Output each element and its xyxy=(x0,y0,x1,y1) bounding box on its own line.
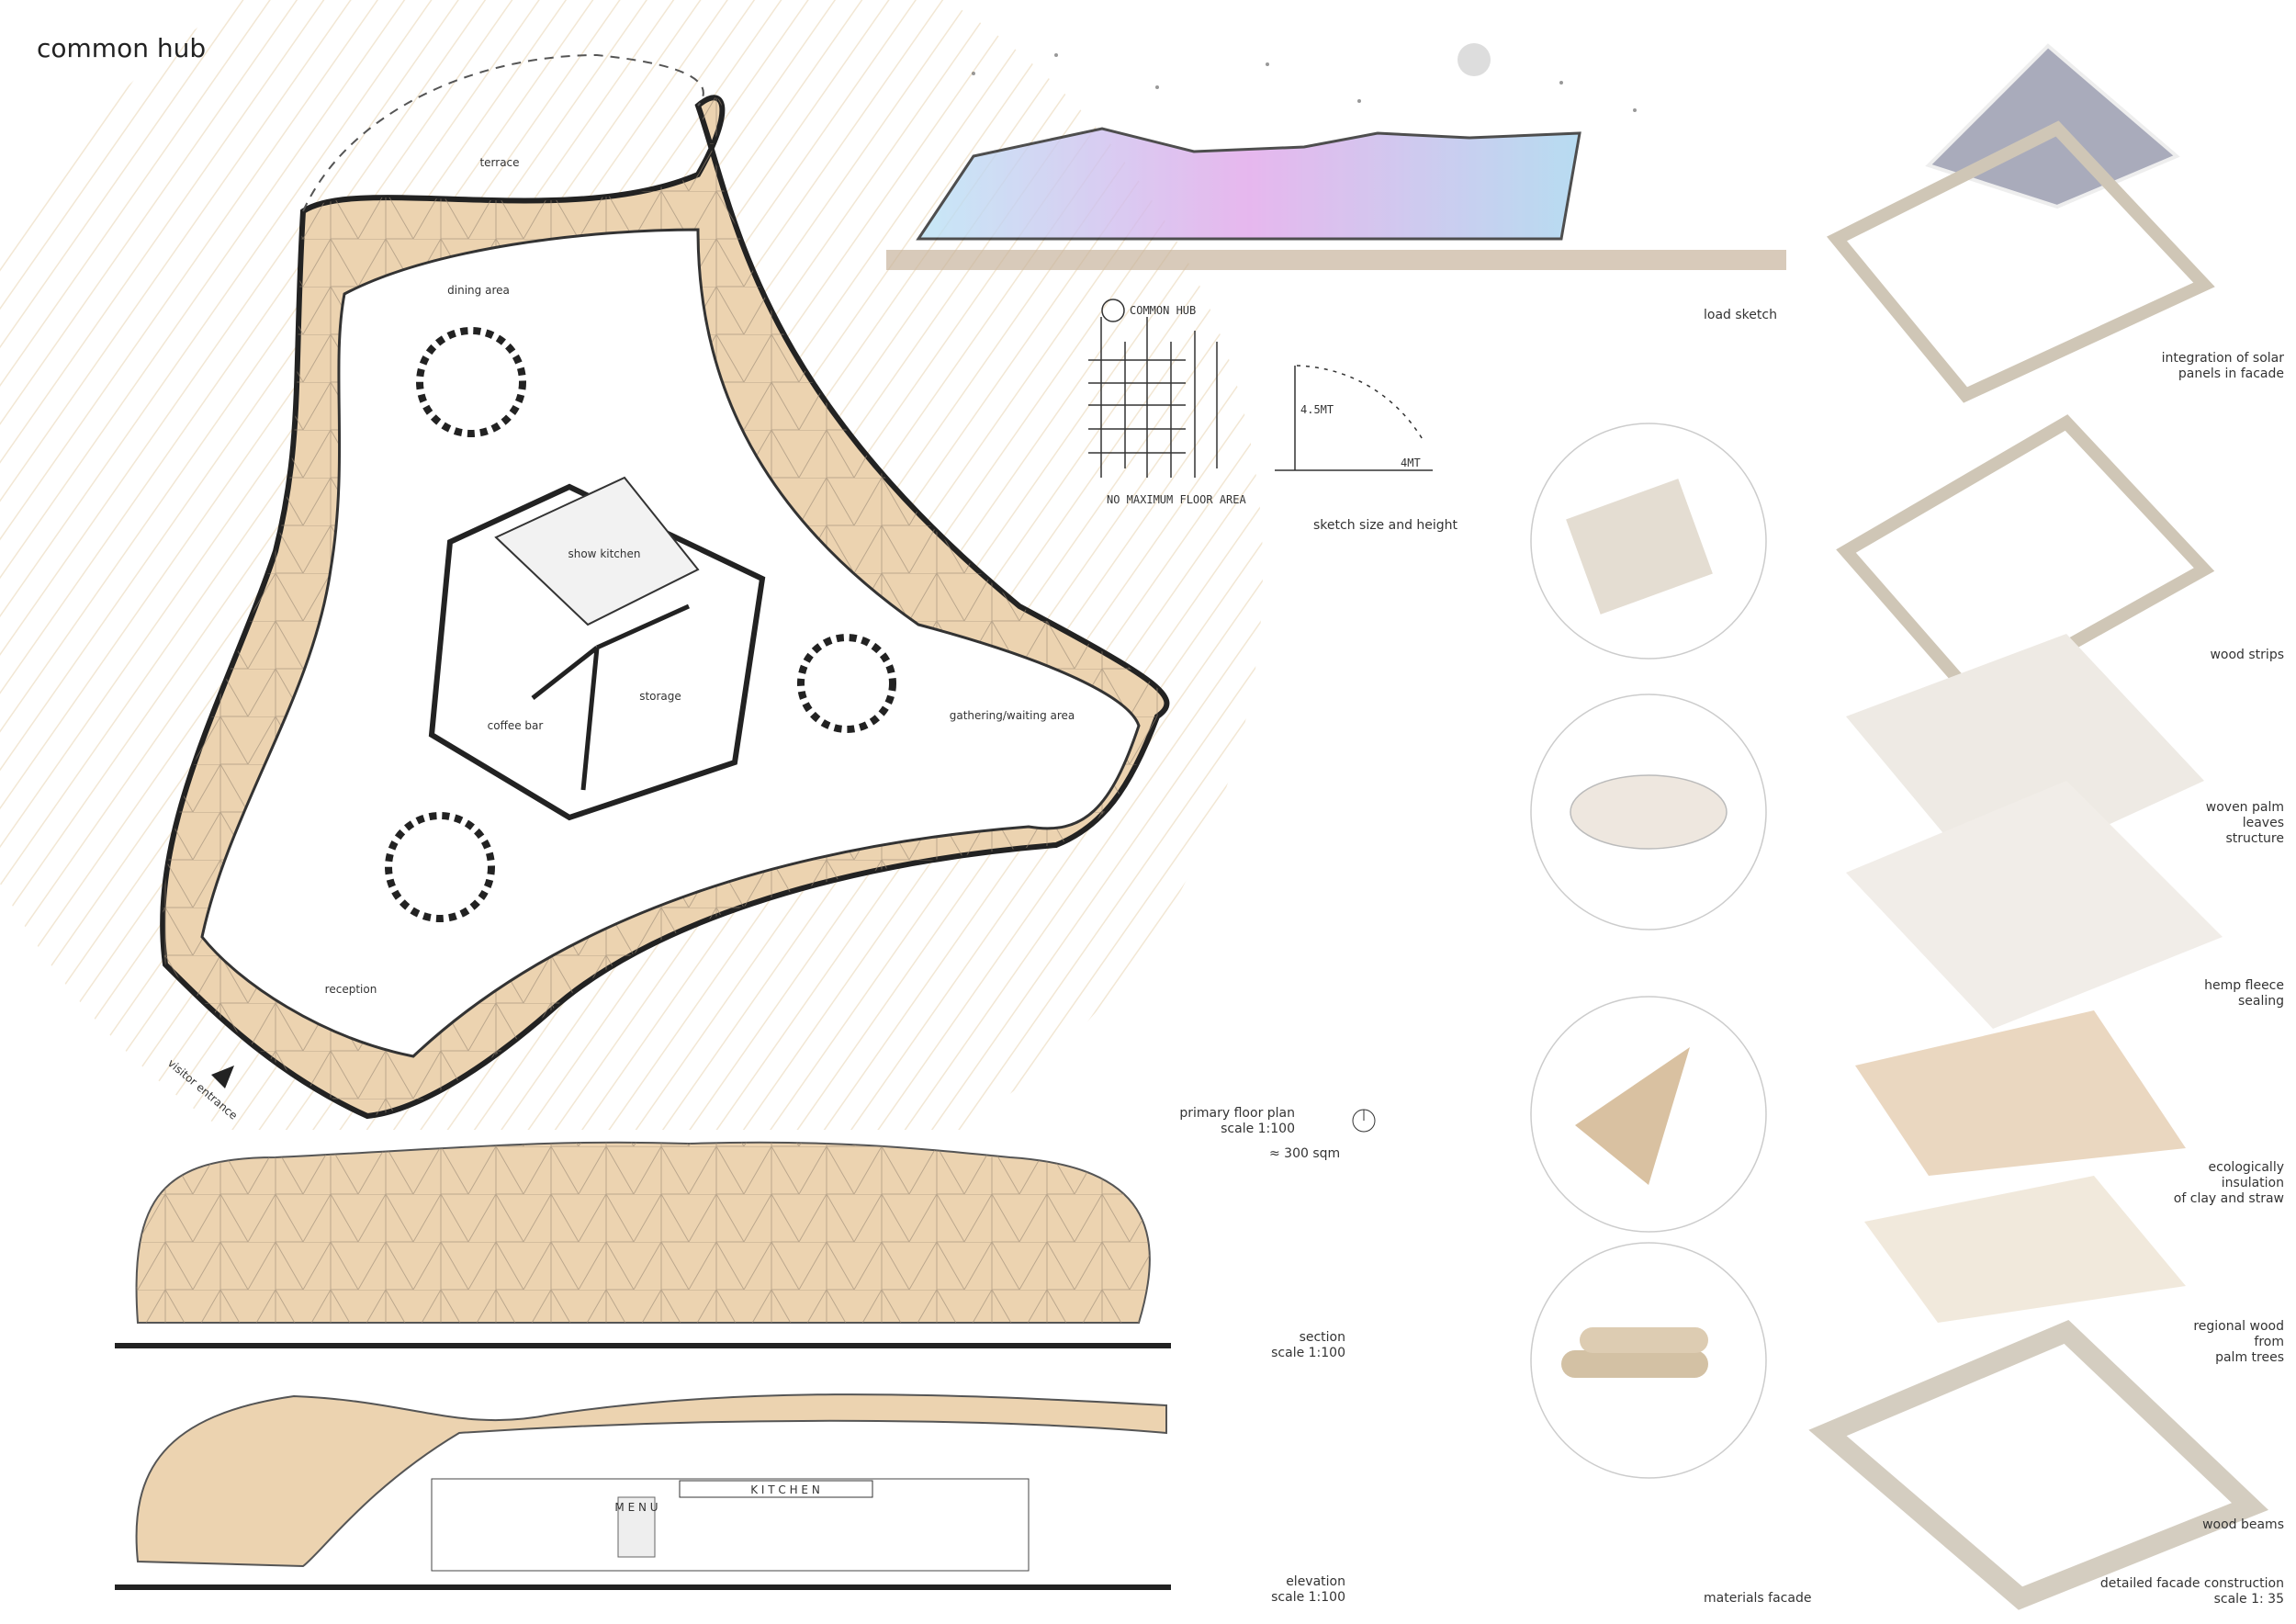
regional-wood-layer xyxy=(1864,1176,2186,1323)
elevation-scale: scale 1:100 xyxy=(1271,1590,1345,1605)
layer-label-wood-strips: wood strips xyxy=(2210,648,2284,662)
layer-label-wood-beams: wood beams xyxy=(2202,1517,2284,1532)
facade-detail-label: detailed facade construction scale 1: 35 xyxy=(2100,1576,2284,1607)
room-storage: storage xyxy=(639,690,681,703)
sketch-heading: COMMON HUB xyxy=(1130,304,1196,317)
elevation-title: elevation xyxy=(1286,1574,1345,1589)
frame-layer xyxy=(1827,120,2215,403)
facade-layers xyxy=(1808,43,2269,1610)
insulation-layer xyxy=(1855,1010,2186,1176)
wood-beams-layer xyxy=(1808,1320,2269,1610)
wood-strips-layer xyxy=(1836,414,2215,706)
hemp-fleece-layer xyxy=(1846,781,2223,1029)
hand-sketch xyxy=(1088,299,1433,478)
floor-area: ≈ 300 sqm xyxy=(1269,1146,1341,1161)
facade-detail-scale: scale 1: 35 xyxy=(2213,1592,2284,1607)
floor-plan-title: primary floor plan xyxy=(1179,1106,1295,1121)
floor-plan-label: primary floor plan scale 1:100 xyxy=(1179,1106,1295,1137)
round-table xyxy=(416,327,526,437)
room-reception: reception xyxy=(325,983,377,996)
sketch-note: NO MAXIMUM FLOOR AREA xyxy=(1107,493,1246,506)
room-terrace: terrace xyxy=(479,156,519,169)
round-table xyxy=(797,634,896,733)
clay-straw-circle xyxy=(1530,996,1767,1233)
palm-wood-circle xyxy=(1530,1242,1767,1479)
layer-label-insulation: ecologically insulation of clay and stra… xyxy=(2173,1160,2284,1206)
sketch-height: 4.5MT xyxy=(1300,403,1334,416)
materials-label: materials facade xyxy=(1704,1591,1812,1606)
room-show-kitchen: show kitchen xyxy=(568,547,640,560)
round-table xyxy=(385,812,495,922)
sketch-width: 4MT xyxy=(1401,457,1421,469)
menu-sign: M E N U xyxy=(614,1501,658,1514)
floor-plan-scale: scale 1:100 xyxy=(1221,1122,1295,1136)
entrance-arrow-icon xyxy=(211,1066,234,1088)
hemp-fleece-circle xyxy=(1530,694,1767,930)
facade-detail-title: detailed facade construction xyxy=(2099,1576,2284,1591)
section-drawing xyxy=(115,1141,1171,1348)
room-gathering: gathering/waiting area xyxy=(950,709,1075,722)
layer-label-solar: integration of solar panels in facade xyxy=(2161,351,2284,381)
woven-palm-circle xyxy=(1530,423,1767,660)
layer-label-woven-palm: woven palm leaves structure xyxy=(2205,800,2284,846)
load-sketch-label: load sketch xyxy=(1704,308,1777,322)
sketch-label: sketch size and height xyxy=(1313,518,1458,533)
page-title: common hub xyxy=(37,33,207,63)
room-dining: dining area xyxy=(447,284,510,297)
kitchen-sign: K I T C H E N xyxy=(750,1483,820,1496)
elevation-label: elevation scale 1:100 xyxy=(1271,1574,1345,1606)
material-circles xyxy=(1530,423,1767,1479)
woven-palm-layer xyxy=(1846,634,2204,882)
home-icon xyxy=(1101,299,1125,322)
section-title: section xyxy=(1299,1330,1345,1345)
layer-label-regional-wood: regional wood from palm trees xyxy=(2193,1319,2284,1365)
moon-icon xyxy=(1458,43,1491,76)
elevation-drawing xyxy=(115,1393,1171,1590)
floor-plan: terrace dining area show kitchen storage… xyxy=(160,53,1376,1133)
section-label: section scale 1:100 xyxy=(1271,1330,1345,1361)
room-coffee-bar: coffee bar xyxy=(488,719,544,732)
layer-label-hemp: hemp fleece sealing xyxy=(2204,978,2284,1009)
section-scale: scale 1:100 xyxy=(1271,1346,1345,1360)
load-sketch xyxy=(886,43,1786,270)
